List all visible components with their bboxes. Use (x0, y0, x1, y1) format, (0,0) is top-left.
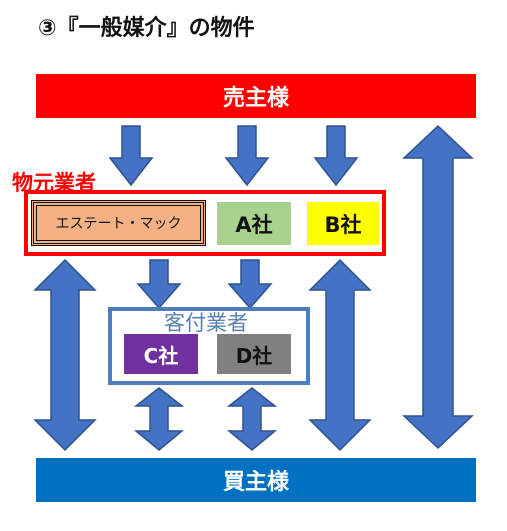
arrow-estate-to-c (136, 259, 182, 310)
arrow-seller-to-b (313, 125, 359, 187)
company-c-label: C社 (143, 343, 179, 368)
company-a: A社 (217, 202, 291, 245)
arrow-seller-to-estate (108, 125, 154, 187)
company-d: D社 (217, 334, 291, 374)
company-estate-mac-label: エステート・マック (55, 216, 182, 232)
arrow-d-buyer (226, 387, 278, 451)
buyer-band: 買主様 (36, 458, 476, 502)
company-a-label: A社 (235, 212, 273, 237)
arrow-b-buyer (308, 258, 372, 452)
page-title: ③『一般媒介』の物件 (38, 16, 255, 41)
arrow-estate-buyer (33, 258, 97, 452)
seller-label: 売主様 (222, 86, 289, 111)
buyer-label: 買主様 (222, 470, 289, 495)
arrow-a-to-d (227, 259, 273, 310)
arrow-c-buyer (133, 387, 185, 451)
arrow-seller-buyer (402, 124, 474, 450)
company-b-label: B社 (324, 212, 362, 237)
company-c: C社 (124, 334, 198, 374)
company-d-label: D社 (235, 343, 273, 368)
kyaku-group-label: 客付業者 (162, 311, 250, 335)
seller-band: 売主様 (36, 74, 476, 118)
company-b: B社 (307, 202, 379, 245)
company-estate-mac: エステート・マック (31, 200, 206, 246)
arrow-seller-to-a (224, 125, 270, 187)
